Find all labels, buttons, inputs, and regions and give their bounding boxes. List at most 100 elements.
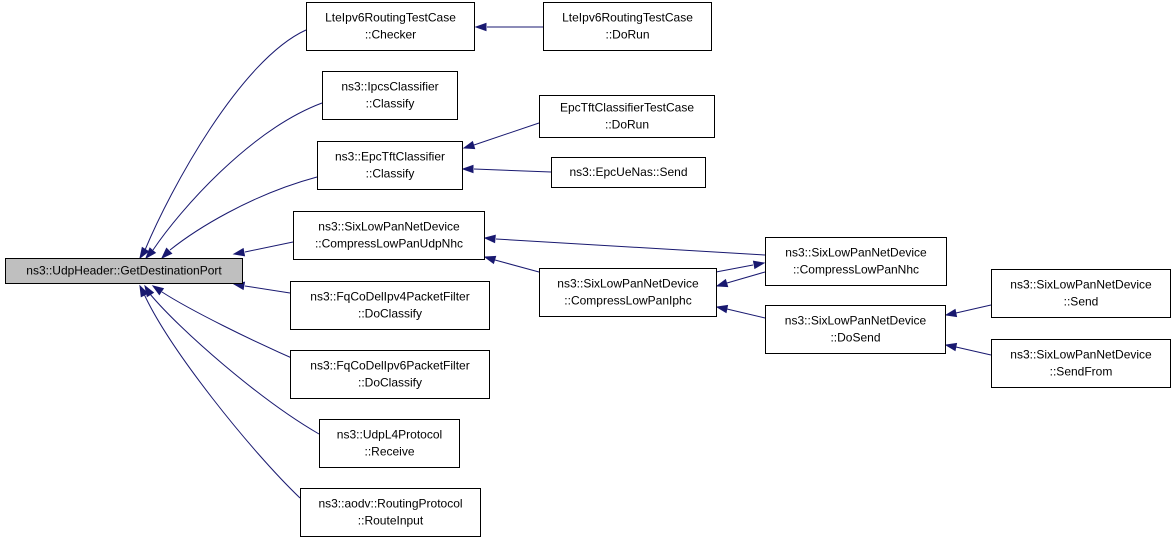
node-label-dosend-0: ns3::SixLowPanNetDevice <box>785 314 927 328</box>
node-label-epc_classify-0: ns3::EpcTftClassifier <box>335 150 445 164</box>
edge-sixlow_sendfrom-to-dosend <box>955 346 992 356</box>
node-fq4_classify[interactable]: ns3::FqCoDelIpv4PacketFilter::DoClassify <box>290 281 490 330</box>
edge-lte_checker-to-root <box>144 29 307 251</box>
node-box-fq4_classify <box>290 281 490 330</box>
node-box-sixlow_send <box>991 269 1171 318</box>
arrowhead-epcuenas_send-to-epc_classify <box>461 164 474 174</box>
arrowhead-sixlow_send-to-dosend <box>944 308 958 318</box>
node-box-root <box>5 258 243 284</box>
node-dosend[interactable]: ns3::SixLowPanNetDevice::DoSend <box>765 305 946 354</box>
edge-compress_nhc-to-compress_udpnhc <box>495 238 766 256</box>
edge-epc_tc_dorun-to-epc_classify <box>473 122 540 146</box>
edge-ipcs_classify-to-root <box>152 102 323 251</box>
node-label-fq4_classify-0: ns3::FqCoDelIpv4PacketFilter <box>310 290 469 304</box>
edge-aodv_routeinput-to-root <box>143 293 301 499</box>
node-udpl4_receive[interactable]: ns3::UdpL4Protocol::Receive <box>319 419 460 468</box>
arrowhead-lte_dorun-to-lte_checker <box>474 22 487 32</box>
node-label-ipcs_classify-1: ::Classify <box>366 97 415 111</box>
node-box-epc_classify <box>317 141 463 190</box>
node-box-dosend <box>765 305 946 354</box>
node-label-epcuenas_send-0: ns3::EpcUeNas::Send <box>569 165 687 179</box>
node-label-epc_classify-1: ::Classify <box>366 167 415 181</box>
edge-epc_classify-to-root <box>169 176 318 251</box>
node-label-fq6_classify-1: ::DoClassify <box>358 376 422 390</box>
edges-layer <box>139 22 992 499</box>
node-box-compress_nhc <box>765 237 947 286</box>
edge-compress_nhc-to-compress_iphc <box>726 271 766 284</box>
node-box-compress_iphc <box>539 268 717 317</box>
node-compress_iphc[interactable]: ns3::SixLowPanNetDevice::CompressLowPanI… <box>539 268 717 317</box>
node-box-compress_udpnhc <box>293 211 485 260</box>
node-label-compress_nhc-1: ::CompressLowPanNhc <box>793 263 919 277</box>
node-box-lte_dorun <box>543 2 712 51</box>
node-label-lte_dorun-0: LteIpv6RoutingTestCase <box>562 11 693 25</box>
arrowhead-epc_classify-to-root <box>160 247 173 260</box>
node-compress_nhc[interactable]: ns3::SixLowPanNetDevice::CompressLowPanN… <box>765 237 947 286</box>
node-box-aodv_routeinput <box>300 488 481 537</box>
node-label-dosend-1: ::DoSend <box>830 331 880 345</box>
edge-compress_iphc-to-compress_udpnhc <box>494 259 540 273</box>
node-label-aodv_routeinput-1: ::RouteInput <box>358 514 424 528</box>
node-label-sixlow_sendfrom-0: ns3::SixLowPanNetDevice <box>1010 348 1152 362</box>
node-label-aodv_routeinput-0: ns3::aodv::RoutingProtocol <box>318 497 462 511</box>
node-label-lte_checker-0: LteIpv6RoutingTestCase <box>325 11 456 25</box>
node-label-root-0: ns3::UdpHeader::GetDestinationPort <box>26 264 222 278</box>
node-root[interactable]: ns3::UdpHeader::GetDestinationPort <box>5 258 243 284</box>
node-epcuenas_send[interactable]: ns3::EpcUeNas::Send <box>551 157 706 188</box>
node-label-lte_dorun-1: ::DoRun <box>605 28 649 42</box>
node-label-compress_udpnhc-0: ns3::SixLowPanNetDevice <box>318 220 460 234</box>
node-lte_dorun[interactable]: LteIpv6RoutingTestCase::DoRun <box>543 2 712 51</box>
node-sixlow_sendfrom[interactable]: ns3::SixLowPanNetDevice::SendFrom <box>991 339 1171 388</box>
node-label-udpl4_receive-0: ns3::UdpL4Protocol <box>337 428 442 442</box>
node-label-sixlow_send-1: ::Send <box>1064 295 1099 309</box>
node-box-sixlow_sendfrom <box>991 339 1171 388</box>
edge-epcuenas_send-to-epc_classify <box>473 168 552 173</box>
node-label-lte_checker-1: ::Checker <box>365 28 416 42</box>
node-label-epc_tc_dorun-0: EpcTftClassifierTestCase <box>560 101 694 115</box>
arrowhead-compress_iphc-to-compress_nhc <box>752 260 766 270</box>
node-compress_udpnhc[interactable]: ns3::SixLowPanNetDevice::CompressLowPanU… <box>293 211 485 260</box>
edge-dosend-to-compress_iphc <box>726 308 766 319</box>
edge-fq6_classify-to-root <box>161 291 304 364</box>
node-sixlow_send[interactable]: ns3::SixLowPanNetDevice::Send <box>991 269 1171 318</box>
arrowhead-sixlow_sendfrom-to-dosend <box>944 342 958 352</box>
node-label-sixlow_send-0: ns3::SixLowPanNetDevice <box>1010 278 1152 292</box>
edge-compress_iphc-to-compress_nhc <box>715 264 754 273</box>
arrowhead-compress_nhc-to-compress_udpnhc <box>483 234 496 244</box>
node-label-sixlow_sendfrom-1: ::SendFrom <box>1050 365 1113 379</box>
arrowhead-epc_tc_dorun-to-epc_classify <box>462 140 476 150</box>
node-label-fq6_classify-0: ns3::FqCoDelIpv6PacketFilter <box>310 359 469 373</box>
node-label-compress_iphc-0: ns3::SixLowPanNetDevice <box>557 277 699 291</box>
node-box-epc_tc_dorun <box>539 95 715 138</box>
node-label-compress_nhc-0: ns3::SixLowPanNetDevice <box>785 246 927 260</box>
node-box-epcuenas_send <box>551 157 706 188</box>
node-label-fq4_classify-1: ::DoClassify <box>358 307 422 321</box>
node-box-udpl4_receive <box>319 419 460 468</box>
node-label-epc_tc_dorun-1: ::DoRun <box>605 118 649 132</box>
arrowhead-compress_nhc-to-compress_iphc <box>715 278 729 288</box>
arrowhead-dosend-to-compress_iphc <box>715 304 729 314</box>
node-box-lte_checker <box>306 2 475 51</box>
edge-fq4_classify-to-root <box>244 285 291 294</box>
node-box-fq6_classify <box>290 350 490 399</box>
arrowhead-fq6_classify-to-root <box>151 285 165 296</box>
node-epc_tc_dorun[interactable]: EpcTftClassifierTestCase::DoRun <box>539 95 715 138</box>
node-label-ipcs_classify-0: ns3::IpcsClassifier <box>341 80 438 94</box>
edge-compress_udpnhc-to-root <box>244 241 294 253</box>
edge-sixlow_send-to-dosend <box>955 304 992 314</box>
node-fq6_classify[interactable]: ns3::FqCoDelIpv6PacketFilter::DoClassify <box>290 350 490 399</box>
node-label-udpl4_receive-1: ::Receive <box>364 445 414 459</box>
nodes-layer: ns3::UdpHeader::GetDestinationPort LteIpv… <box>5 2 1171 537</box>
node-epc_classify[interactable]: ns3::EpcTftClassifier::Classify <box>317 141 463 190</box>
arrowhead-udpl4_receive-to-root <box>144 284 155 298</box>
node-aodv_routeinput[interactable]: ns3::aodv::RoutingProtocol::RouteInput <box>300 488 481 537</box>
node-label-compress_iphc-1: ::CompressLowPanIphc <box>564 294 691 308</box>
arrowhead-aodv_routeinput-to-root <box>139 284 149 298</box>
node-box-ipcs_classify <box>322 71 458 120</box>
arrowhead-lte_checker-to-root <box>139 246 150 260</box>
node-label-compress_udpnhc-1: ::CompressLowPanUdpNhc <box>315 237 463 251</box>
node-ipcs_classify[interactable]: ns3::IpcsClassifier::Classify <box>322 71 458 120</box>
node-lte_checker[interactable]: LteIpv6RoutingTestCase::Checker <box>306 2 475 51</box>
arrowhead-compress_iphc-to-compress_udpnhc <box>483 255 497 265</box>
